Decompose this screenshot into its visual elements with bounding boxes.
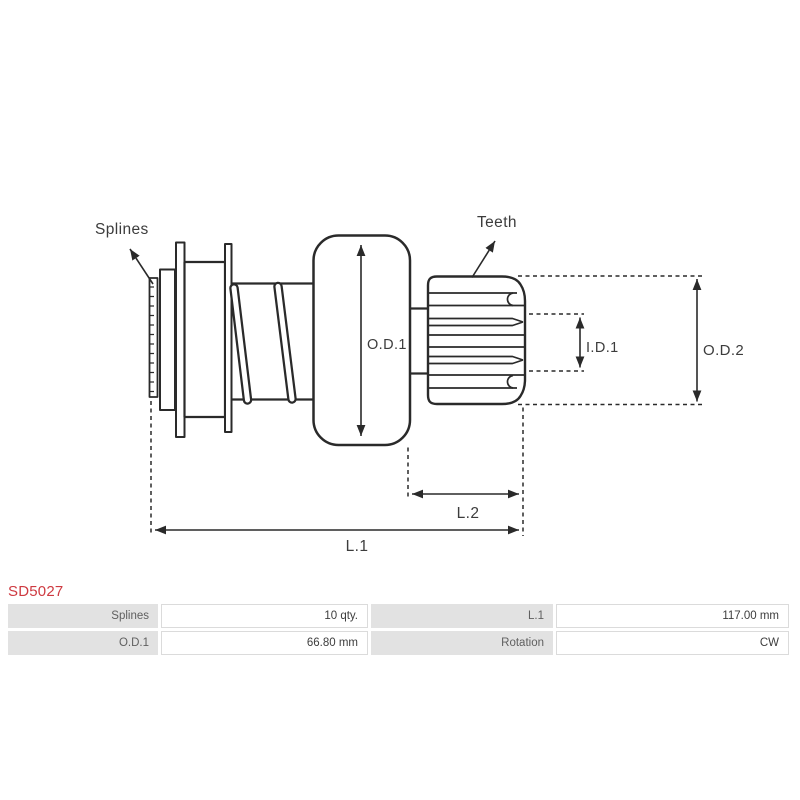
od2-dimension-label: O.D.2	[703, 342, 744, 359]
spec-value-cell: 117.00 mm	[556, 604, 789, 628]
spec-value-cell: 66.80 mm	[161, 631, 368, 655]
clutch-spring	[229, 281, 297, 405]
spec-value-cell: CW	[556, 631, 789, 655]
splined-shaft	[148, 277, 159, 398]
teeth-callout-label: Teeth	[477, 214, 517, 231]
retainer-flange-rear	[224, 243, 233, 433]
pinion-shaft	[410, 307, 428, 375]
l1-dimension-label: L.1	[346, 538, 369, 555]
starter-drive-diagram: Splines Teeth O.D.1 O.D.2 I.D.1 L.2	[95, 214, 744, 555]
l2-dimension-label: L.2	[457, 505, 480, 522]
l2-extension-lines	[407, 407, 524, 536]
od1-dimension-label: O.D.1	[367, 337, 407, 353]
pinion-gear	[426, 275, 527, 406]
spec-label-cell: Rotation	[371, 631, 553, 655]
spec-table: Splines 10 qty. L.1 117.00 mm O.D.1 66.8…	[8, 604, 789, 655]
spec-value-cell: 10 qty.	[161, 604, 368, 628]
od2-extension-lines	[518, 275, 702, 406]
pinion-teeth-lines	[428, 292, 525, 389]
id1-dimension-label: I.D.1	[586, 340, 619, 356]
teeth-callout-arrow	[471, 240, 496, 278]
stop-collar	[159, 268, 176, 411]
drive-hub	[183, 260, 227, 419]
spec-label-cell: O.D.1	[8, 631, 158, 655]
id1-extension-lines	[529, 313, 584, 372]
splines-callout-arrow	[129, 248, 154, 285]
splines-callout-label: Splines	[95, 221, 149, 238]
spline-serrations	[149, 286, 154, 393]
part-number-link[interactable]: SD5027	[8, 583, 64, 600]
spec-label-cell: L.1	[371, 604, 553, 628]
spec-label-cell: Splines	[8, 604, 158, 628]
retainer-flange-front	[175, 241, 186, 438]
